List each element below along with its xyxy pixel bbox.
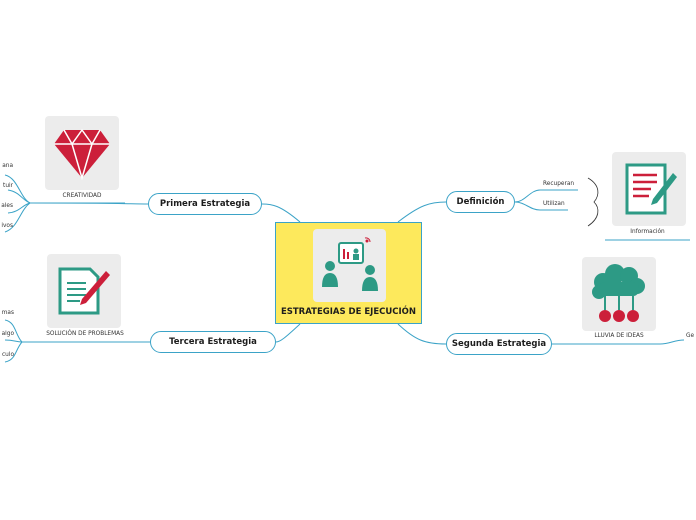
branch-label: Primera Estrategia <box>159 199 251 209</box>
branch-definicion[interactable]: Definición <box>446 191 515 213</box>
presentation-icon <box>313 229 386 302</box>
topic-lluvia-ideas[interactable]: LLUVIA DE IDEAS <box>594 333 644 339</box>
connector-creatividad-leaf-3 <box>7 202 31 214</box>
connector-central-segunda <box>397 323 447 345</box>
leaf-lluvia-right[interactable]: Ge <box>686 333 695 339</box>
leaf-solucion-2[interactable]: algo <box>1 331 14 337</box>
leaf-creatividad-4[interactable]: ivos <box>1 223 13 229</box>
central-node[interactable]: ESTRATEGIAS DE EJECUCIÓN <box>275 222 422 324</box>
leaf-solucion-3[interactable]: culo <box>1 352 14 358</box>
connector-creatividad-leaf-2 <box>7 189 31 204</box>
connector-creatividad-leaf-4 <box>4 202 31 233</box>
leaf-utilizan[interactable]: Utilizan <box>543 201 565 207</box>
leaf-creatividad-3[interactable]: ales <box>1 203 13 209</box>
leaf-recuperan[interactable]: Recuperan <box>543 181 575 187</box>
connector-lluvia-right <box>659 339 685 345</box>
connector-central-tercera <box>275 323 301 343</box>
branch-label: Tercera Estrategia <box>169 337 257 347</box>
ruby-gem-icon <box>45 116 119 190</box>
connector-definicion-leaves-2 <box>514 201 541 211</box>
definicion-brace <box>587 177 599 227</box>
connector-solucion-leaf-3 <box>4 341 23 363</box>
branch-tercera-estrategia[interactable]: Tercera Estrategia <box>150 331 276 353</box>
branch-primera-estrategia[interactable]: Primera Estrategia <box>148 193 262 215</box>
connector-central-primera <box>261 203 301 223</box>
document-pencil-icon <box>612 152 686 226</box>
connector-central-definicion <box>397 201 447 223</box>
branch-label: Definición <box>456 197 505 207</box>
connector-creatividad-leaf-1 <box>4 174 31 204</box>
connector-definicion-leaves <box>514 189 541 203</box>
topic-creatividad[interactable]: CREATIVIDAD <box>62 193 102 199</box>
leaf-solucion-1[interactable]: mas <box>1 310 14 316</box>
branch-label: Segunda Estrategia <box>451 339 547 349</box>
central-title: ESTRATEGIAS DE EJECUCIÓN <box>280 307 417 317</box>
connector-solucion-leaf-2 <box>4 339 23 343</box>
leaf-creatividad-1[interactable]: ana <box>2 163 13 169</box>
connector-solucion-leaf-1 <box>4 319 23 343</box>
topic-informacion[interactable]: Información <box>630 229 665 235</box>
leaf-creatividad-2[interactable]: tuir <box>3 183 13 189</box>
brainstorm-cloud-icon <box>582 257 656 331</box>
edit-document-icon <box>47 254 121 328</box>
topic-solucion-problemas[interactable]: SOLUCIÓN DE PROBLEMAS <box>46 331 124 337</box>
branch-segunda-estrategia[interactable]: Segunda Estrategia <box>446 333 552 355</box>
